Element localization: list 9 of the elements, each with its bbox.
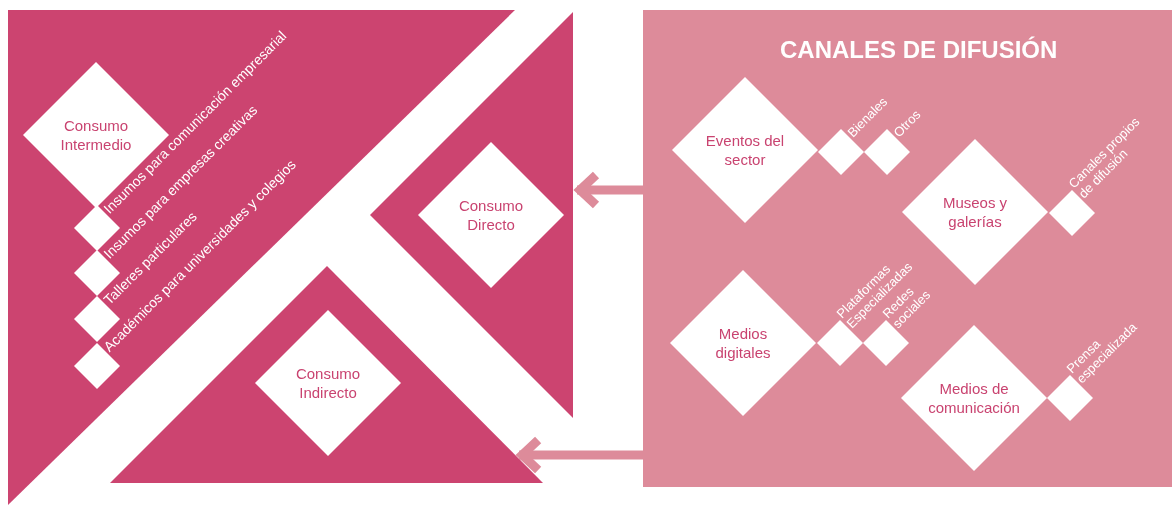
diamond-node: Consumo Directo: [418, 142, 564, 288]
arrow: [575, 170, 643, 210]
diamond-node: Medios digitales: [670, 270, 816, 416]
diamond-node: Medios de comunicación: [901, 325, 1047, 471]
diamond-node: Eventos del sector: [672, 77, 818, 223]
panel-title: CANALES DE DIFUSIÓN: [780, 36, 1058, 64]
channels-panel: [643, 10, 1172, 487]
arrow: [517, 435, 643, 475]
diamond-node: Consumo Indirecto: [255, 310, 401, 456]
